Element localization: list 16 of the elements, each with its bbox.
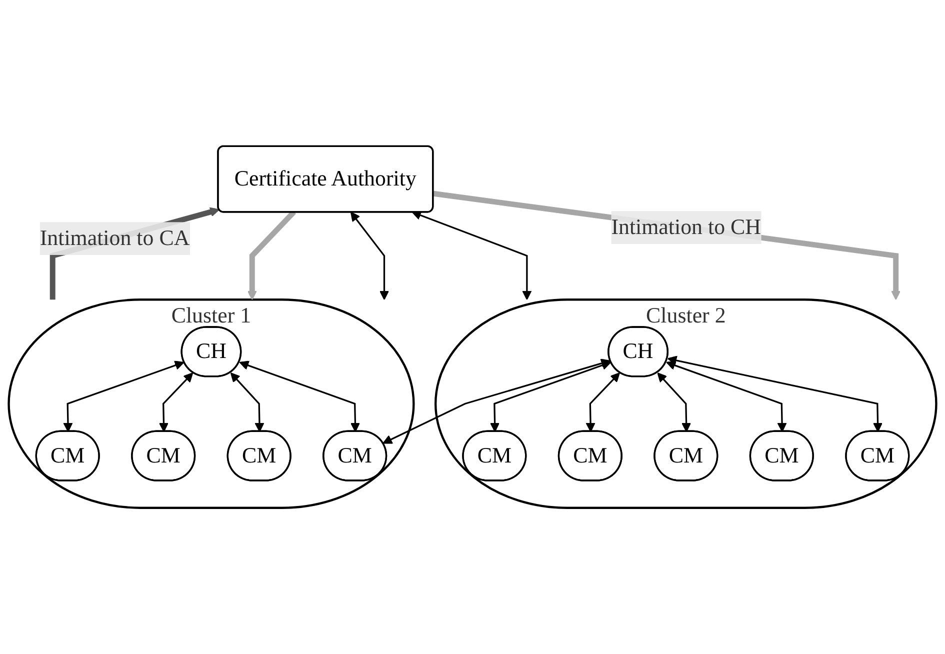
arrow: [158, 372, 194, 432]
arrow: [586, 372, 620, 432]
arrow: [247, 210, 296, 300]
arrow: [63, 360, 184, 432]
arrow: [382, 358, 610, 444]
arrow: [657, 372, 692, 432]
arrow: [667, 356, 883, 432]
edge-label: Intimation to CA: [40, 226, 190, 251]
arrow: [490, 360, 612, 432]
arrow: [239, 360, 360, 432]
arrow: [666, 360, 787, 432]
arrow: [432, 190, 901, 300]
arrow: [230, 372, 264, 432]
arrow: [412, 210, 532, 300]
arrow: [350, 212, 390, 300]
edge-label: Intimation to CH: [611, 215, 761, 240]
